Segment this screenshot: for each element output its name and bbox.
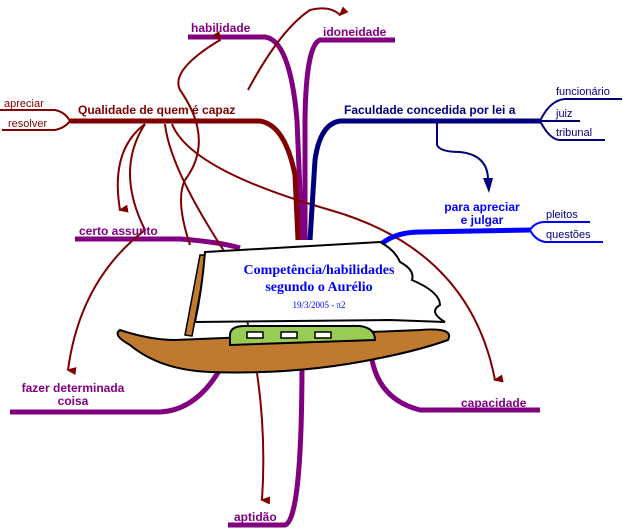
arrow-to-idoneidade xyxy=(247,6,349,91)
topic-capacidade[interactable]: capacidade xyxy=(461,396,527,410)
subtopic-tribunal[interactable]: tribunal xyxy=(556,127,593,139)
subtopic-apreciar[interactable]: apreciar xyxy=(4,98,44,110)
topic-certo-assunto[interactable]: certo assunto xyxy=(79,224,158,238)
branch-certo-assunto xyxy=(75,236,241,251)
arrow-to-fazer xyxy=(66,123,147,376)
branch-qualidade xyxy=(70,118,301,241)
boat-cabin xyxy=(229,325,377,347)
topic-para-apreciar-line1: para apreciar xyxy=(444,200,520,214)
branch-pleitos xyxy=(529,221,590,231)
topic-para-apreciar-line2: e julgar xyxy=(460,213,504,227)
branch-capacidade xyxy=(369,359,540,413)
subtopic-pleitos[interactable]: pleitos xyxy=(546,209,578,221)
branch-questoes xyxy=(529,229,603,243)
central-title-line1: Competência/habilidades xyxy=(243,263,395,278)
topic-fazer-line2: coisa xyxy=(57,394,89,408)
arrowhead-navy xyxy=(483,178,493,193)
topic-aptidao[interactable]: aptidão xyxy=(234,510,277,524)
topic-fazer-line1: fazer determinada xyxy=(21,381,125,395)
branch-idoneidade xyxy=(302,37,395,240)
arrow-to-habilidade xyxy=(177,31,222,246)
central-date: 19/3/2005 - π2 xyxy=(292,300,346,310)
branch-tribunal xyxy=(539,120,605,141)
subtopic-funcionario[interactable]: funcionário xyxy=(556,86,610,98)
branch-faculdade xyxy=(307,118,540,241)
boat-sail xyxy=(193,240,446,324)
branch-funcionario xyxy=(539,98,622,122)
arrow-to-certo-assunto xyxy=(116,123,146,213)
subtopic-questoes[interactable]: questões xyxy=(546,229,591,241)
topic-faculdade[interactable]: Faculdade concedida por lei a xyxy=(344,103,516,117)
topic-fazer[interactable]: fazer determinada coisa xyxy=(14,382,132,408)
branch-para-apreciar xyxy=(378,227,531,247)
branch-resolver xyxy=(2,120,71,131)
topic-qualidade[interactable]: Qualidade de quem é capaz xyxy=(78,103,236,117)
subtopic-juiz[interactable]: juiz xyxy=(556,108,573,120)
arrow-to-para-apreciar xyxy=(436,123,489,181)
boat-illustration xyxy=(116,240,451,374)
central-topic[interactable]: Competência/habilidades segundo o Auréli… xyxy=(214,262,424,310)
branch-apreciar xyxy=(0,109,71,122)
branch-aptidao xyxy=(228,359,305,528)
arrow-to-capacidade xyxy=(171,123,504,383)
subtopic-resolver[interactable]: resolver xyxy=(8,118,48,130)
topic-para-apreciar[interactable]: para apreciar e julgar xyxy=(441,201,523,227)
central-title-line2: segundo o Aurélio xyxy=(265,280,373,295)
topic-habilidade[interactable]: habilidade xyxy=(191,21,251,35)
topic-idoneidade[interactable]: idoneidade xyxy=(323,25,387,39)
branch-habilidade xyxy=(188,34,305,241)
